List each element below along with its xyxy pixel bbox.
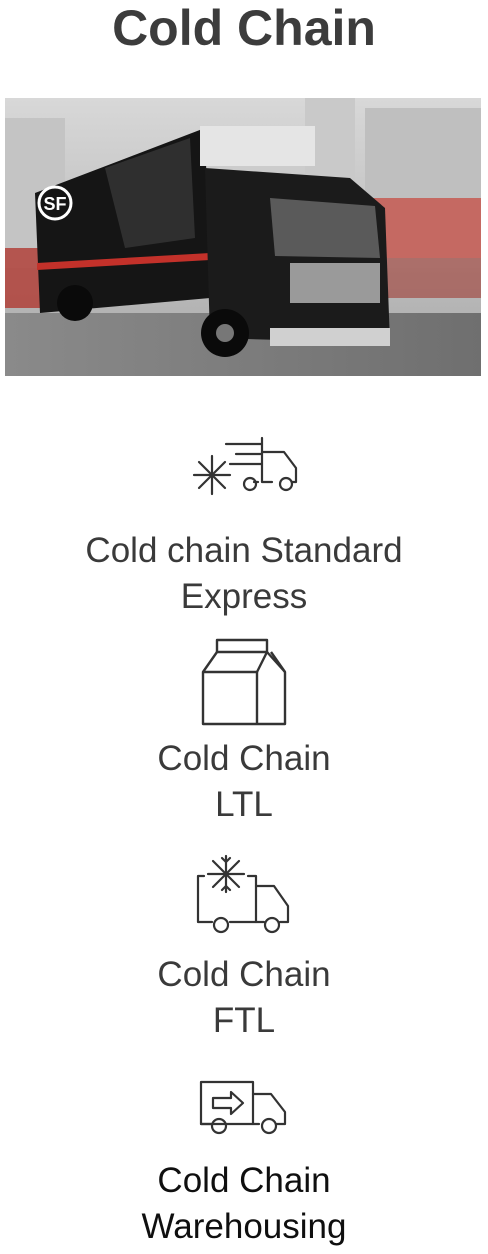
service-standard-express: Cold chain Standard Express (0, 432, 488, 620)
truck-logo: SF (43, 194, 66, 214)
service-title-line2: Warehousing (141, 1207, 347, 1246)
service-title-line2: FTL (212, 1001, 276, 1040)
service-ltl: Cold Chain LTL (0, 636, 488, 828)
truck-image: SF (5, 98, 481, 376)
service-warehousing: Cold Chain Warehousing (0, 1076, 488, 1250)
service-title-line1: Cold Chain (157, 955, 331, 994)
warehouse-delivery-truck-icon (199, 1080, 287, 1135)
milk-carton-icon (201, 638, 287, 726)
service-title-line1: Cold chain Standard (85, 531, 403, 570)
refrigerated-truck-icon (196, 854, 290, 934)
service-title-line2: Express (180, 577, 308, 616)
snowflake-truck-icon (192, 436, 298, 496)
service-title-line1: Cold Chain (157, 739, 331, 778)
service-ftl: Cold Chain FTL (0, 852, 488, 1044)
service-title-line2: LTL (215, 785, 273, 824)
service-title-line1: Cold Chain (157, 1161, 331, 1200)
page-title: Cold Chain (112, 0, 376, 56)
hero-image: SF (5, 98, 481, 376)
